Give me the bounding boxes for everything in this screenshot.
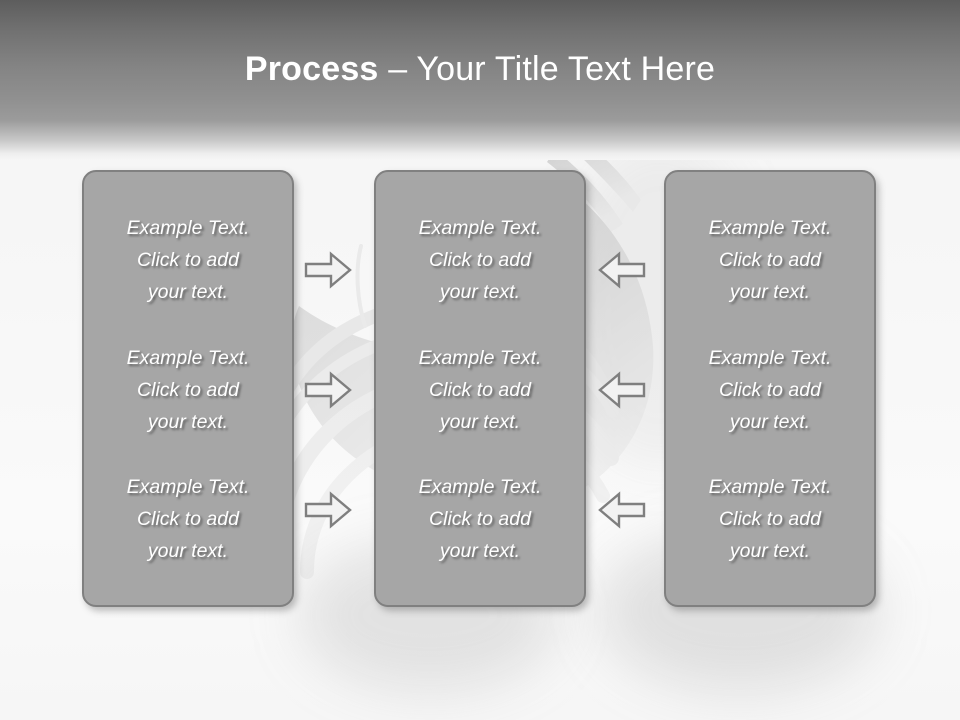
arrow-right-icon[interactable] xyxy=(303,370,353,410)
stage-text-block[interactable]: Example Text. Click to add your text. xyxy=(126,476,250,562)
stage-text-block[interactable]: Example Text. Click to add your text. xyxy=(708,346,832,433)
arrow-right-icon[interactable] xyxy=(303,250,353,290)
arrow-left-icon[interactable] xyxy=(597,250,647,290)
page-title-rest: – Your Title Text Here xyxy=(378,50,716,88)
stage-text-block[interactable]: Example Text. Click to add your text. xyxy=(126,217,250,303)
stage-text-block[interactable]: Example Text. Click to add your text. xyxy=(418,346,542,433)
stage-text-block[interactable]: Example Text. Click to add your text. xyxy=(418,476,542,562)
arrow-right-icon[interactable] xyxy=(303,490,353,530)
stage-text-block[interactable]: Example Text. Click to add your text. xyxy=(418,217,542,303)
stage-text-block[interactable]: Example Text. Click to add your text. xyxy=(708,476,832,562)
stage-text-block[interactable]: Example Text. Click to add your text. xyxy=(708,217,832,303)
arrow-left-icon[interactable] xyxy=(597,370,647,410)
stage-text-block[interactable]: Example Text. Click to add your text. xyxy=(126,346,250,433)
process-stage-1[interactable]: Example Text. Click to add your text. Ex… xyxy=(82,170,294,607)
page-title-bold: Process xyxy=(244,50,379,88)
process-stage-2[interactable]: Example Text. Click to add your text. Ex… xyxy=(374,170,586,607)
page-title: Process – Your Title Text Here xyxy=(0,47,960,91)
process-stage-3[interactable]: Example Text. Click to add your text. Ex… xyxy=(664,170,876,607)
title-banner: Process – Your Title Text Here xyxy=(0,0,960,160)
arrow-left-icon[interactable] xyxy=(597,490,647,530)
